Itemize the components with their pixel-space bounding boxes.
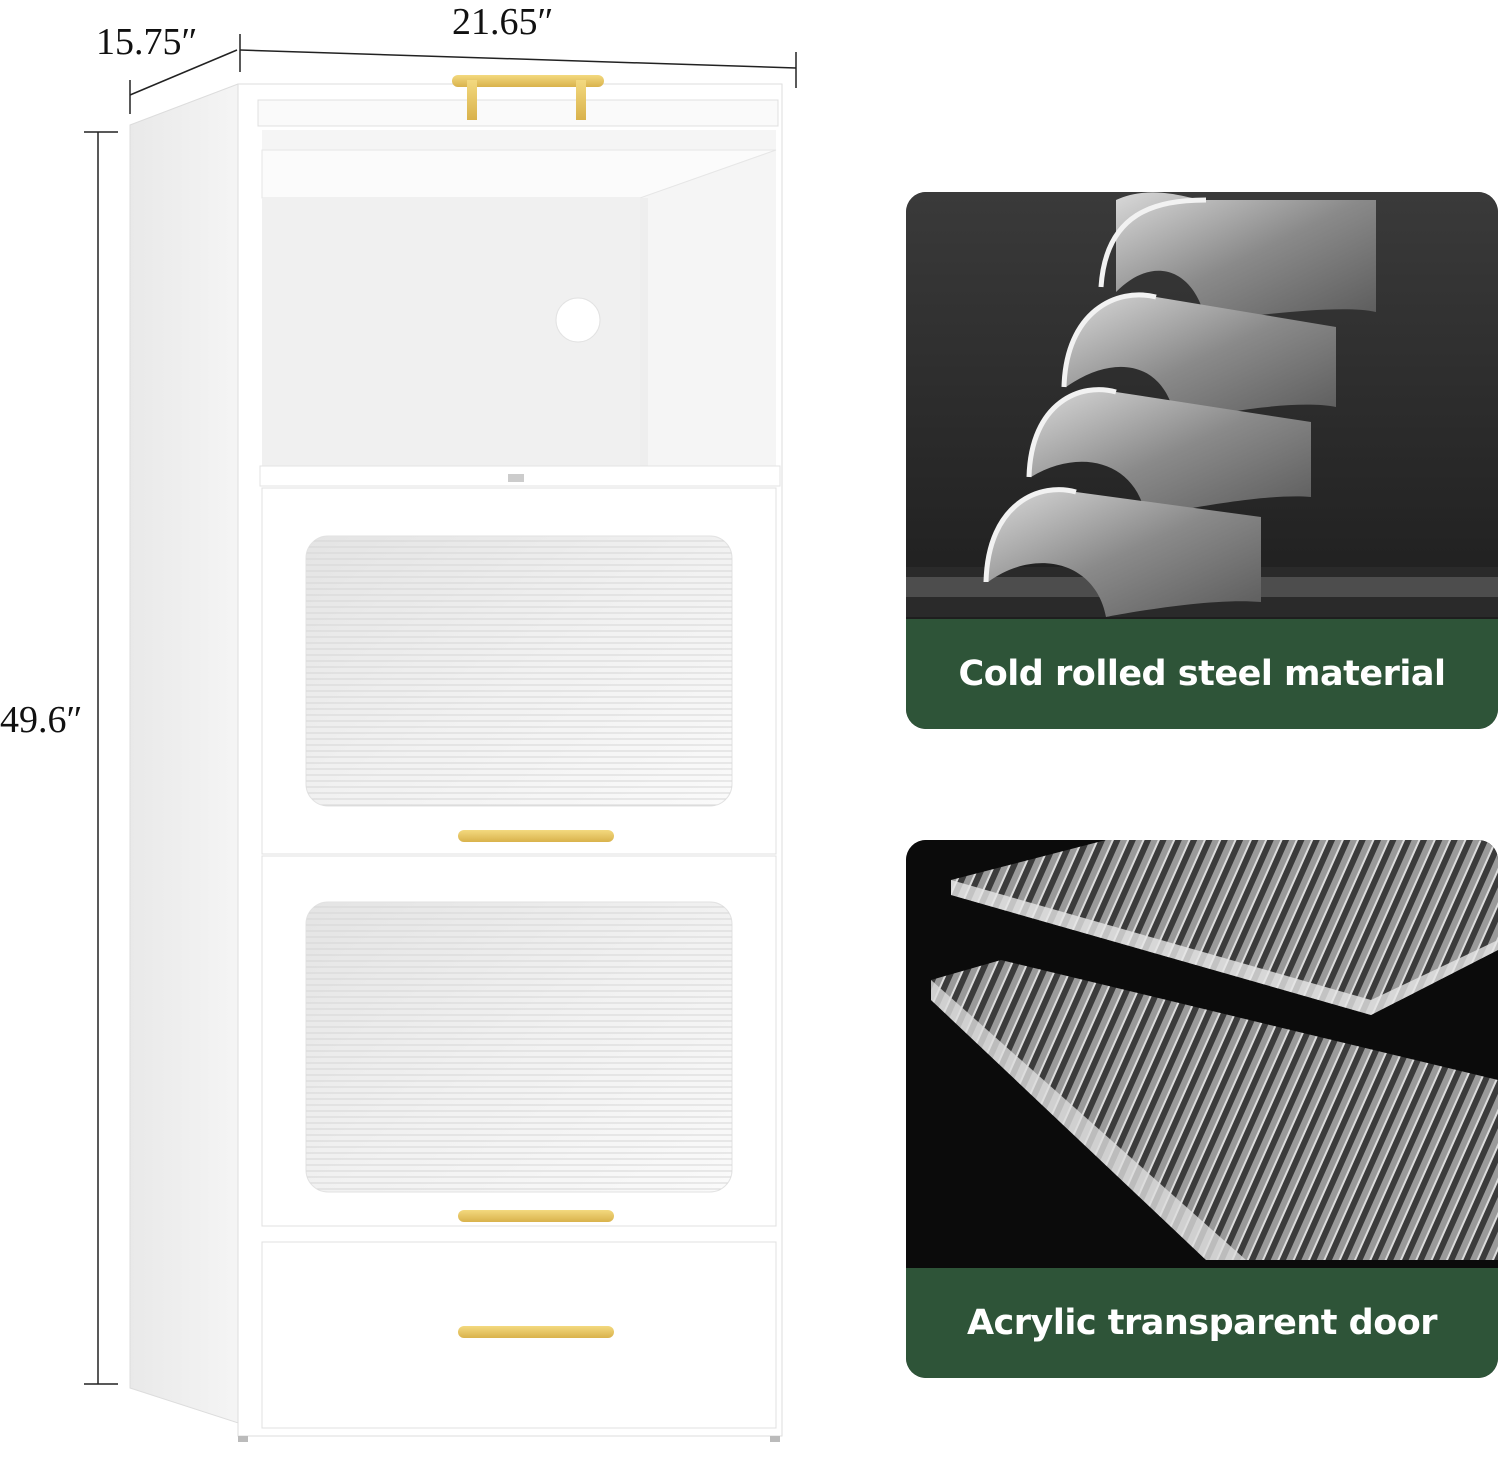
feature-panel-steel: Cold rolled steel material xyxy=(906,192,1498,729)
acrylic-panels-icon xyxy=(906,840,1498,1300)
storage-cabinet-image xyxy=(129,75,783,1442)
feature-panel-acrylic: Acrylic transparent door xyxy=(906,840,1498,1378)
steel-sheets-icon xyxy=(906,192,1498,652)
steel-caption: Cold rolled steel material xyxy=(906,619,1498,729)
depth-dimension-label: 15.75″ xyxy=(96,21,198,63)
acrylic-caption: Acrylic transparent door xyxy=(906,1268,1498,1378)
dimension-lines xyxy=(84,34,797,1385)
width-dimension-label: 21.65″ xyxy=(452,1,554,43)
height-dimension-label: 49.6″ xyxy=(0,699,83,741)
